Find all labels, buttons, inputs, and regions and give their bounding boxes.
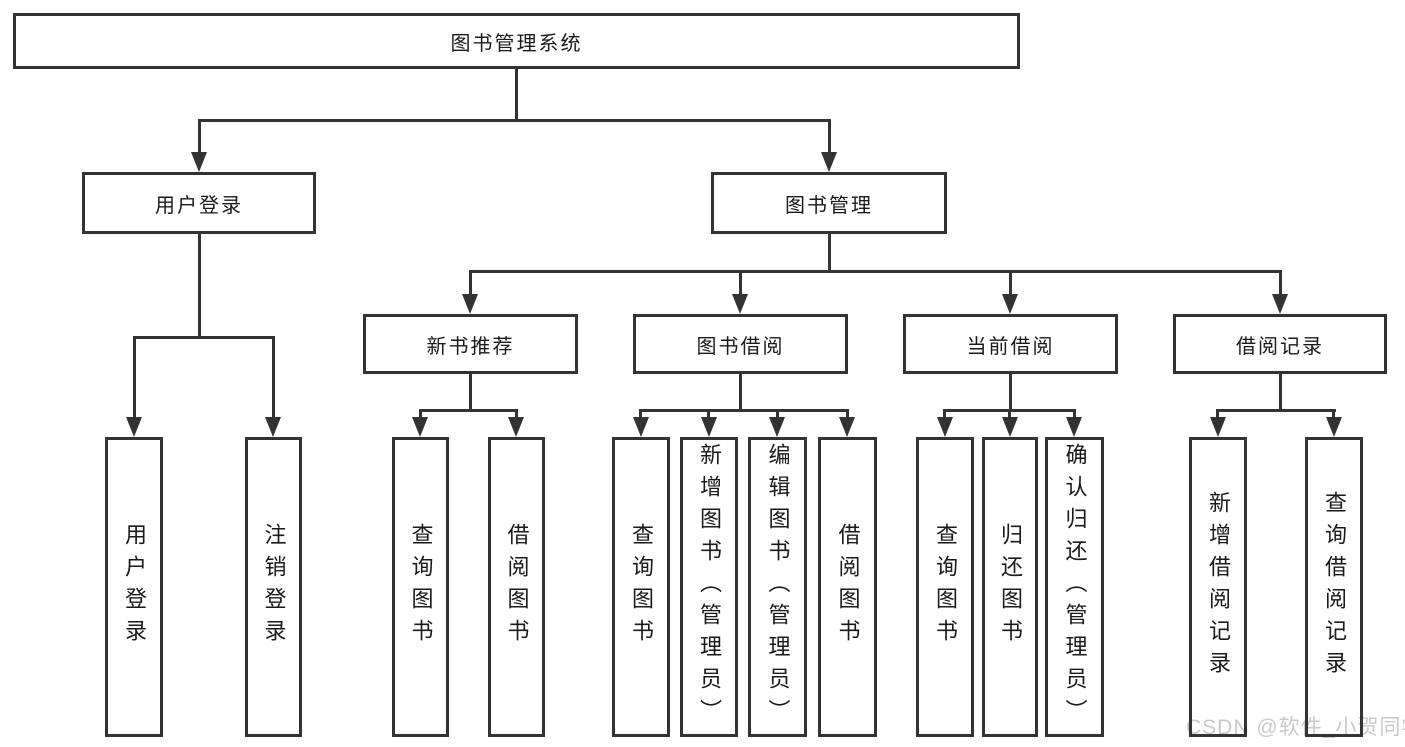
node-user-login: 用户登录 [82,172,316,234]
arrow-down-icon [1272,294,1288,314]
arrow-down-icon [191,152,207,172]
root-node: 图书管理系统 [13,13,1020,69]
leaf-borrow-books-recommend: 借阅图书 [488,437,545,737]
arrow-down-icon [462,294,478,314]
connector-line [272,336,275,417]
arrow-down-icon [1066,417,1082,437]
leaf-query-books-current-label: 查询图书 [933,523,958,651]
root-node-label: 图书管理系统 [450,32,583,55]
arrow-down-icon [412,417,428,437]
arrow-down-icon [1002,417,1018,437]
connector-line [1009,270,1012,296]
connector-line [828,234,831,273]
connector-line [1073,409,1076,419]
leaf-confirm-return-admin: 确认归还（管理员） [1045,437,1104,737]
connector-line [469,374,472,411]
leaf-user-login: 用户登录 [105,437,163,737]
connector-line [198,234,201,338]
connector-line [1279,374,1282,411]
leaf-return-book-label: 归还图书 [998,523,1023,651]
leaf-add-borrow-record-label: 新增借阅记录 [1206,491,1231,683]
arrow-down-icon [265,417,281,437]
arrow-down-icon [732,294,748,314]
arrow-down-icon [937,417,953,437]
arrow-down-icon [821,152,837,172]
connector-line [640,409,848,412]
connector-line [846,409,849,419]
node-current-borrow-label: 当前借阅 [966,335,1055,358]
arrow-down-icon [1002,294,1018,314]
leaf-add-book-admin-label: 新增图书（管理员） [697,443,722,731]
leaf-query-borrow-record-label: 查询借阅记录 [1322,491,1347,683]
connector-line [419,409,422,419]
leaf-borrow-books-label: 借阅图书 [835,523,861,651]
arrow-down-icon [701,417,717,437]
node-book-borrow-label: 图书借阅 [696,335,785,358]
leaf-query-books-recommend: 查询图书 [392,437,449,737]
connector-line [1332,409,1335,419]
arrow-down-icon [1210,417,1226,437]
csdn-watermark: CSDN @软件_小贺同学 [1186,716,1405,739]
connector-line [198,119,201,153]
leaf-logout-label: 注销登录 [261,523,287,651]
connector-line [469,270,472,296]
node-new-book-recommend-label: 新书推荐 [426,335,515,358]
connector-line [1008,409,1011,419]
leaf-edit-book-admin: 编辑图书（管理员） [748,437,807,737]
leaf-return-book: 归还图书 [982,437,1038,737]
leaf-query-books-borrow-label: 查询图书 [629,523,654,651]
node-new-book-recommend: 新书推荐 [363,314,578,374]
node-borrow-records: 借阅记录 [1173,314,1387,374]
connector-line [133,336,274,339]
leaf-add-book-admin: 新增图书（管理员） [680,437,738,737]
leaf-borrow-books-recommend-label: 借阅图书 [504,523,530,651]
connector-line [469,270,1282,273]
arrow-down-icon [769,417,785,437]
arrow-down-icon [633,417,649,437]
node-book-management-label: 图书管理 [785,194,873,217]
connector-line [943,409,946,419]
node-borrow-records-label: 借阅记录 [1236,335,1324,358]
leaf-logout: 注销登录 [245,437,302,737]
arrow-down-icon [839,417,855,437]
leaf-borrow-books: 借阅图书 [818,437,877,737]
leaf-user-login-label: 用户登录 [122,523,147,651]
node-current-borrow: 当前借阅 [903,314,1118,374]
leaf-add-borrow-record: 新增借阅记录 [1189,437,1247,737]
connector-line [133,336,136,417]
leaf-edit-book-admin-label: 编辑图书（管理员） [765,443,791,731]
node-book-borrow: 图书借阅 [633,314,848,374]
leaf-query-books-borrow: 查询图书 [612,437,670,737]
node-book-management: 图书管理 [711,172,947,234]
connector-line [515,409,518,419]
connector-line [419,409,518,412]
connector-line [1217,409,1336,412]
connector-line [1216,409,1219,419]
connector-line [1279,270,1282,296]
connector-line [198,119,831,122]
arrow-down-icon [126,417,142,437]
node-user-login-label: 用户登录 [155,194,243,217]
connector-line [515,69,518,121]
connector-line [639,409,642,419]
connector-line [707,409,710,419]
connector-line [828,119,831,153]
arrow-down-icon [1326,417,1342,437]
leaf-confirm-return-admin-label: 确认归还（管理员） [1062,443,1088,731]
connector-line [776,409,779,419]
connector-line [739,374,742,411]
connector-line [739,270,742,296]
connector-line [1009,374,1012,411]
leaf-query-books-recommend-label: 查询图书 [408,523,434,651]
arrow-down-icon [508,417,524,437]
leaf-query-books-current: 查询图书 [916,437,974,737]
leaf-query-borrow-record: 查询借阅记录 [1305,437,1363,737]
